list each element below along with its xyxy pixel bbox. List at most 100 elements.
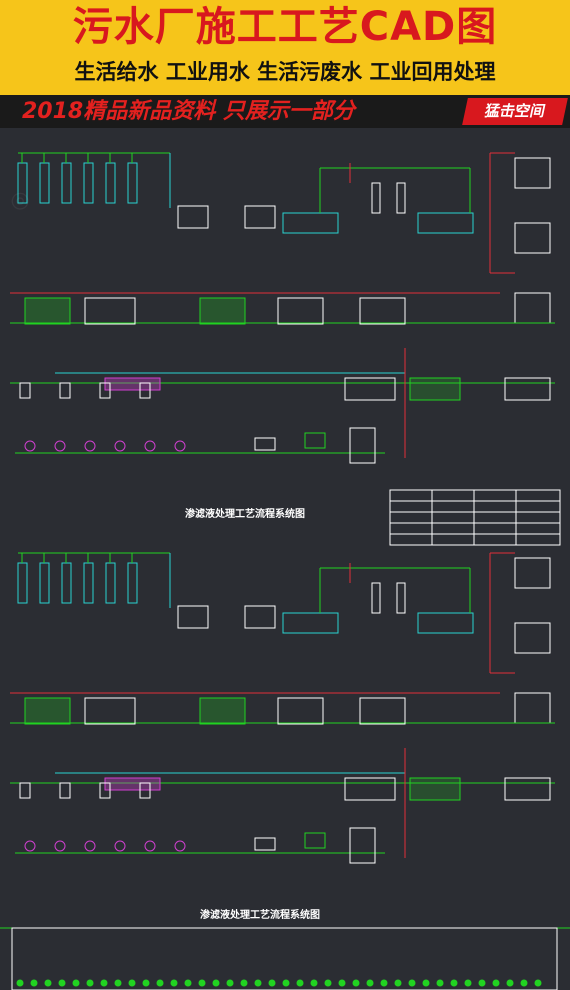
tree-icon [520, 979, 528, 987]
pump [99, 782, 111, 799]
tank [504, 777, 551, 801]
tree-icon [366, 979, 374, 987]
filter-column [61, 162, 72, 204]
pump-icon [114, 840, 126, 852]
mbr-unit [24, 697, 71, 725]
clarifier [282, 212, 339, 234]
clarifier [282, 612, 339, 634]
page-subtitle: 生活给水 工业用水 生活污废水 工业回用处理 [74, 60, 496, 84]
equipment [254, 837, 276, 851]
tree-icon [296, 979, 304, 987]
tree-icon [450, 979, 458, 987]
diagram-caption-1: 渗滤液处理工艺流程系统图 [185, 509, 305, 520]
tree-icon [30, 979, 38, 987]
filter-column [39, 562, 50, 604]
tree-icon [142, 979, 150, 987]
tree-icon [422, 979, 430, 987]
cta-button[interactable]: 猛击空间 [462, 98, 568, 125]
storage-tank [514, 222, 551, 254]
tree-icon [338, 979, 346, 987]
tree-icon [226, 979, 234, 987]
heater [104, 777, 161, 791]
tank [344, 377, 396, 401]
filter-column [17, 562, 28, 604]
tree-icon [380, 979, 388, 987]
tank [504, 377, 551, 401]
tree-icon [128, 979, 136, 987]
storage-tank [514, 157, 551, 189]
pump [59, 382, 71, 399]
mbr-unit [24, 297, 71, 325]
filter-column [83, 162, 94, 204]
mbr-unit [359, 697, 406, 725]
tree-icon [492, 979, 500, 987]
tank [349, 427, 376, 464]
filter-column [61, 562, 72, 604]
tree-icon [72, 979, 80, 987]
tree-icon [100, 979, 108, 987]
page-title: 污水厂施工工艺CAD图 [72, 4, 498, 50]
mbr-unit [199, 697, 246, 725]
storage-tank [514, 692, 551, 724]
filter-column [105, 562, 116, 604]
tree-icon [436, 979, 444, 987]
mbr-unit [277, 297, 324, 325]
filter-column [39, 162, 50, 204]
filter-column [105, 162, 116, 204]
pump [139, 382, 151, 399]
storage-tank [514, 557, 551, 589]
tree-icon [114, 979, 122, 987]
pump [19, 782, 31, 799]
mbr-unit [199, 297, 246, 325]
filter-column [83, 562, 94, 604]
filter-column [127, 562, 138, 604]
equipment [304, 832, 326, 849]
site-plan [11, 927, 558, 990]
vessel [371, 582, 381, 614]
pump [99, 382, 111, 399]
tank [349, 827, 376, 864]
tree-icon [86, 979, 94, 987]
pump-icon [144, 440, 156, 452]
tree-icon [184, 979, 192, 987]
filter-column [127, 162, 138, 204]
pump-icon [54, 440, 66, 452]
tree-icon [198, 979, 206, 987]
mbr-unit [84, 297, 136, 325]
pump-icon [174, 440, 186, 452]
cad-canvas: 渗滤液处理工艺流程系统图 渗滤液处理工艺流程系统图 ◎ [0, 128, 570, 990]
pump-icon [114, 440, 126, 452]
diagram-caption-2: 渗滤液处理工艺流程系统图 [200, 910, 320, 921]
tree-icon [254, 979, 262, 987]
pump-icon [24, 440, 36, 452]
tree-icon [156, 979, 164, 987]
tree-icon [478, 979, 486, 987]
title-block [389, 489, 561, 546]
tree-icon [268, 979, 276, 987]
promo-text: 2018精品新品资料 只展示一部分 [22, 99, 355, 124]
tree-icon [58, 979, 66, 987]
pump-icon [84, 440, 96, 452]
pump-icon [84, 840, 96, 852]
heater [104, 377, 161, 391]
pump-icon [174, 840, 186, 852]
pump-icon [24, 840, 36, 852]
vessel [396, 182, 406, 214]
tree-icon [408, 979, 416, 987]
storage-tank [514, 622, 551, 654]
vessel [396, 582, 406, 614]
tree-icon [534, 979, 542, 987]
tree-icon [310, 979, 318, 987]
pump [19, 382, 31, 399]
reactor-tank [177, 605, 209, 629]
cad-drawing [0, 152, 570, 990]
reactor-tank [244, 205, 276, 229]
mbr-unit [84, 697, 136, 725]
equipment [254, 437, 276, 451]
tank [409, 777, 461, 801]
tree-icon [170, 979, 178, 987]
tree-icon [464, 979, 472, 987]
top-banner [0, 0, 570, 95]
tree-icon [506, 979, 514, 987]
reactor-tank [177, 205, 209, 229]
